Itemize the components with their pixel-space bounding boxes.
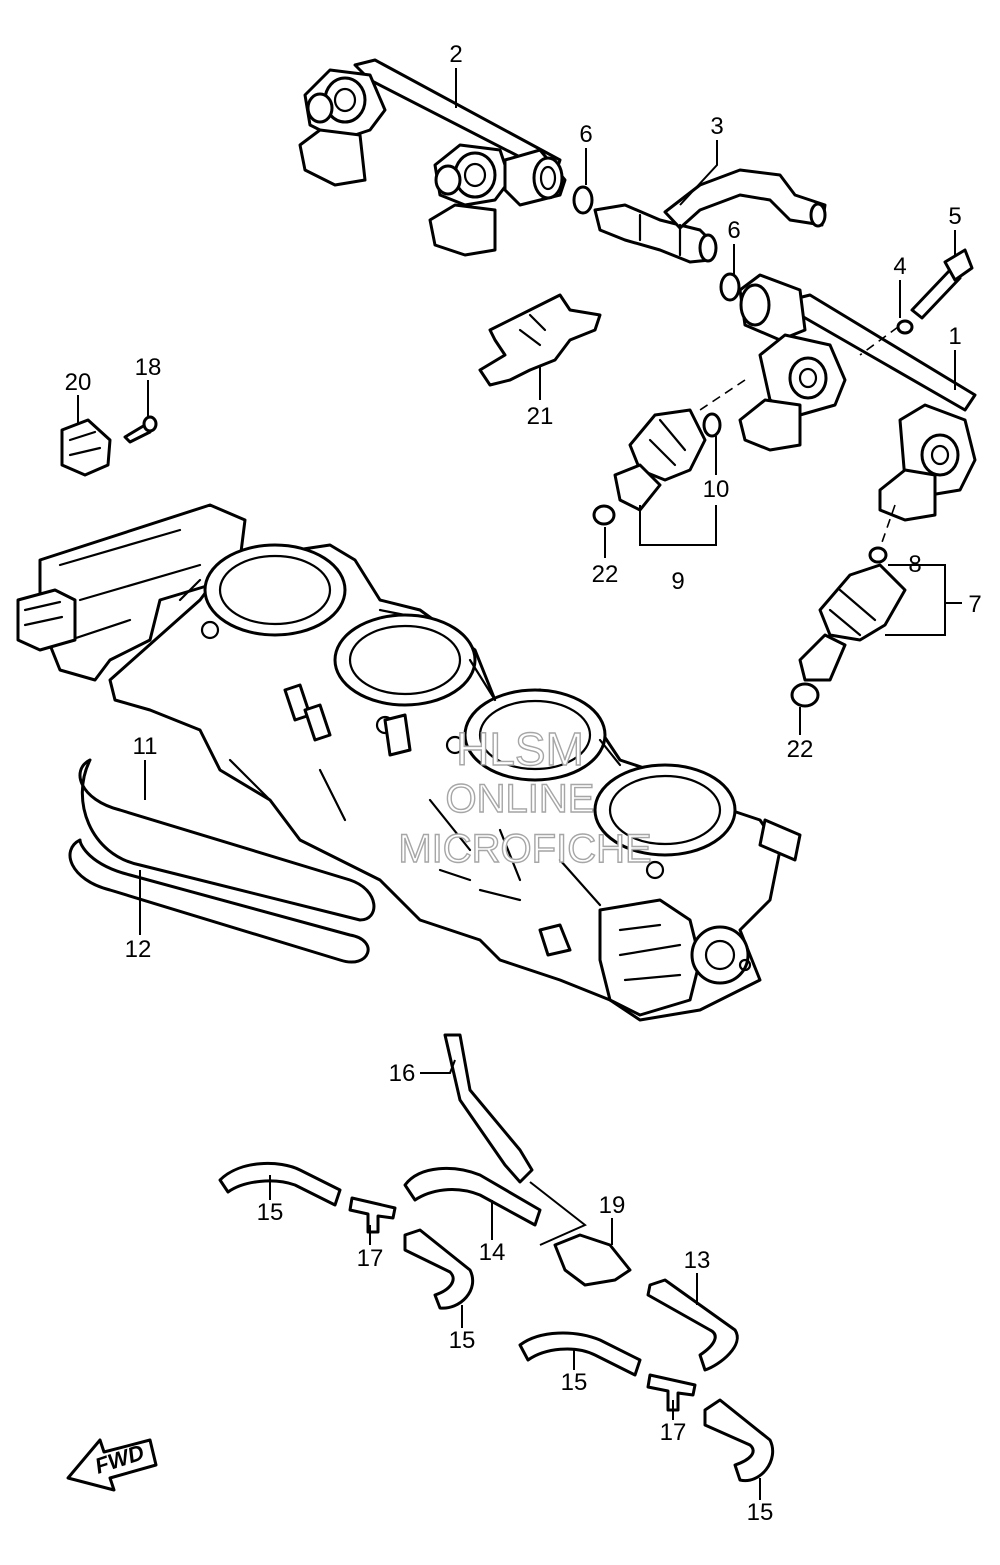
- 3-way-joint-17-b: [646, 1373, 697, 1412]
- hose-15-b: [403, 1228, 475, 1310]
- callout-15-b: 15: [449, 1327, 476, 1354]
- watermark-line-1: HLSM: [456, 723, 584, 775]
- callout-9: 9: [671, 568, 684, 595]
- fwd-arrow-icon: FWD: [66, 1438, 158, 1492]
- callout-22-upper: 22: [592, 561, 619, 588]
- cushion-22-upper: [592, 504, 616, 526]
- callout-17-b: 17: [660, 1419, 687, 1446]
- sensor-20: [60, 418, 112, 477]
- fuel-feed-hose-3: [593, 168, 827, 264]
- callout-15-a: 15: [257, 1199, 284, 1226]
- fuel-delivery-pipe-1: [738, 273, 977, 522]
- callout-13: 13: [684, 1247, 711, 1274]
- hose-13: [646, 1278, 739, 1372]
- washer-4: [896, 319, 914, 335]
- screw-18: [123, 415, 158, 444]
- callout-15-c: 15: [561, 1369, 588, 1396]
- hose-15-a: [218, 1161, 342, 1207]
- leader-lines: [77, 68, 962, 1500]
- watermark: HLSM ONLINE MICROFICHE: [398, 722, 653, 871]
- callout-20: 20: [65, 369, 92, 396]
- callout-5: 5: [948, 203, 961, 230]
- hose-12: [68, 838, 370, 964]
- callout-21: 21: [527, 403, 554, 430]
- callout-16: 16: [389, 1060, 416, 1087]
- callout-1: 1: [948, 323, 961, 350]
- callout-4: 4: [893, 253, 906, 280]
- callout-3: 3: [710, 113, 723, 140]
- watermark-line-2: ONLINE: [446, 777, 595, 821]
- watermark-line-3: MICROFICHE: [398, 827, 651, 871]
- o-ring-6-lower: [719, 272, 741, 302]
- hose-16: [443, 1033, 534, 1184]
- hose-15-c: [518, 1331, 642, 1377]
- vacuum-valve-19: [553, 1233, 632, 1287]
- callout-2: 2: [449, 41, 462, 68]
- callout-15-d: 15: [747, 1499, 774, 1526]
- cushion-22-lower: [790, 682, 820, 708]
- callout-22-lower: 22: [787, 736, 814, 763]
- hose-11: [78, 758, 376, 922]
- fuel-injector-9: [613, 408, 707, 512]
- o-ring-6-upper: [572, 185, 594, 215]
- hose-14: [403, 1166, 542, 1227]
- callout-17-a: 17: [357, 1245, 384, 1272]
- clamp-21: [478, 293, 602, 387]
- callout-12: 12: [125, 936, 152, 963]
- 3-way-joint-17-a: [348, 1196, 397, 1234]
- callout-19: 19: [599, 1192, 626, 1219]
- callout-18: 18: [135, 354, 162, 381]
- callout-6-lower: 6: [727, 217, 740, 244]
- callout-14: 14: [479, 1239, 506, 1266]
- bolt-5: [910, 248, 974, 320]
- hose-15-d: [703, 1398, 775, 1483]
- callouts: 2 6 3 6 5 4 1 18 20 21 10 22 9 8 7 22 11…: [65, 41, 982, 1526]
- throttle-body: [16, 503, 802, 1022]
- fuel-delivery-pipe-2: [298, 58, 567, 257]
- fuel-injector-7: [798, 563, 907, 682]
- callout-7: 7: [968, 591, 981, 618]
- callout-6-upper: 6: [579, 121, 592, 148]
- o-ring-10: [702, 412, 722, 438]
- callout-8: 8: [908, 551, 921, 578]
- callout-10: 10: [703, 476, 730, 503]
- callout-11: 11: [133, 733, 158, 760]
- o-ring-8: [868, 546, 888, 564]
